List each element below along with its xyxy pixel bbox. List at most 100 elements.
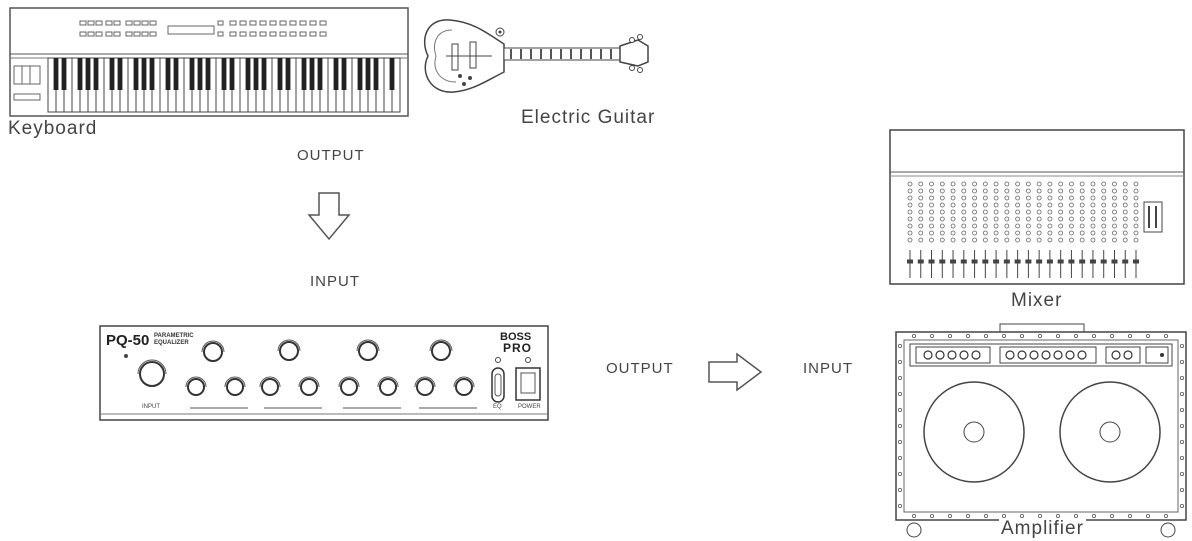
mixer-knob	[1036, 195, 1042, 201]
mixer-knob	[1122, 195, 1128, 201]
mixer-knob	[1069, 195, 1074, 201]
mixer-knob	[1015, 188, 1021, 194]
mixer-knob	[961, 230, 967, 236]
mixer-knob	[1047, 209, 1053, 215]
keyboard-black-key	[309, 58, 315, 90]
amp-rivet	[1163, 513, 1168, 518]
keyboard-black-key	[245, 58, 251, 90]
mixer-knob	[1058, 202, 1064, 208]
mixer-fader-cap	[1046, 259, 1053, 264]
keyboard-black-key	[333, 58, 339, 90]
keyboard-illustration	[8, 6, 410, 122]
keyboard-black-key	[301, 58, 307, 90]
eq-brand-line2: PRO	[503, 341, 533, 355]
mixer-knob	[907, 237, 913, 243]
amp-rivet	[1179, 471, 1184, 476]
keyboard-black-key	[93, 58, 99, 90]
keyboard-black-key	[205, 58, 211, 90]
mixer-knob	[1090, 237, 1096, 243]
mixer-knob	[1133, 181, 1139, 187]
mixer-knob	[993, 209, 999, 215]
mixer-knob	[1036, 209, 1042, 215]
mixer-knob	[1101, 188, 1107, 194]
mixer-knob	[972, 195, 977, 201]
amp-rivet	[930, 513, 935, 518]
amp-rivet	[1037, 333, 1042, 338]
amp-rivet	[911, 513, 916, 518]
keyboard-black-key	[141, 58, 147, 90]
mixer-knob	[1079, 181, 1085, 187]
mixer-fader-cap	[982, 259, 989, 264]
mixer-knob	[1101, 195, 1107, 201]
amp-rivet	[1145, 513, 1150, 518]
down-arrow-icon	[307, 191, 351, 241]
mixer-knob	[1015, 237, 1021, 243]
mixer-knob	[1069, 237, 1074, 243]
mixer-knob	[1122, 188, 1128, 194]
keyboard-black-key	[77, 58, 83, 90]
amp-rivet	[1073, 333, 1078, 338]
mixer-knob	[1036, 230, 1042, 236]
mixer-knob	[1069, 188, 1074, 194]
amp-rivet	[1091, 333, 1096, 338]
amp-rivet	[898, 503, 903, 508]
mixer-knob	[1069, 181, 1074, 187]
amp-rivet	[1127, 513, 1132, 518]
mixer-knob	[972, 202, 977, 208]
mixer-knob	[1133, 188, 1139, 194]
mixer-fader-cap	[1057, 259, 1064, 264]
mixer-knob	[1058, 181, 1064, 187]
keyboard-black-key	[173, 58, 179, 90]
mixer-illustration	[888, 128, 1186, 288]
mixer-knob	[918, 181, 924, 187]
amp-rivet	[898, 440, 903, 445]
mixer-knob	[961, 216, 967, 222]
eq-subtitle-line1: PARAMETRIC	[154, 333, 194, 339]
mixer-knob	[1025, 188, 1031, 194]
mixer-knob	[961, 188, 967, 194]
mixer-knob	[1112, 223, 1117, 229]
mixer-knob	[961, 195, 967, 201]
mixer-knob	[907, 188, 913, 194]
mixer-fader-cap	[1089, 259, 1096, 264]
mixer-knob	[961, 237, 967, 243]
mixer-knob	[939, 216, 945, 222]
amp-rivet	[1179, 343, 1184, 348]
mixer-knob	[993, 223, 999, 229]
mixer-knob	[1004, 195, 1010, 201]
mixer-knob	[907, 216, 913, 222]
mixer-knob	[1101, 202, 1107, 208]
mixer-knob	[1079, 188, 1085, 194]
eq-model-label: PQ-50	[106, 332, 150, 349]
keyboard-black-key	[365, 58, 371, 90]
amp-rivet	[1179, 455, 1184, 460]
mixer-knob	[1079, 202, 1085, 208]
input-label-right: INPUT	[803, 360, 853, 377]
mixer-knob	[1090, 195, 1096, 201]
mixer-knob	[1133, 230, 1139, 236]
amplifier-illustration	[892, 322, 1192, 541]
mixer-knob	[950, 188, 956, 194]
mixer-fader-cap	[1122, 259, 1129, 264]
mixer-knob	[907, 223, 913, 229]
mixer-knob	[1058, 195, 1064, 201]
keyboard-black-key	[117, 58, 123, 90]
mixer-knob	[929, 188, 934, 194]
keyboard-black-key	[229, 58, 235, 90]
mixer-knob	[929, 195, 934, 201]
keyboard-black-key	[133, 58, 139, 90]
amp-rivet	[1145, 333, 1150, 338]
keyboard-black-key	[165, 58, 171, 90]
mixer-knob	[1025, 230, 1031, 236]
mixer-knob	[1058, 209, 1064, 215]
amp-rivet	[1073, 513, 1078, 518]
keyboard-black-key	[253, 58, 259, 90]
mixer-fader-cap	[928, 259, 935, 264]
mixer-fader-cap	[939, 259, 946, 264]
mixer-fader-cap	[917, 259, 924, 264]
amp-rivet	[984, 513, 989, 518]
mixer-knob	[907, 202, 913, 208]
mixer-knob	[1015, 223, 1021, 229]
amp-rivet	[966, 513, 971, 518]
amp-rivet	[911, 333, 916, 338]
